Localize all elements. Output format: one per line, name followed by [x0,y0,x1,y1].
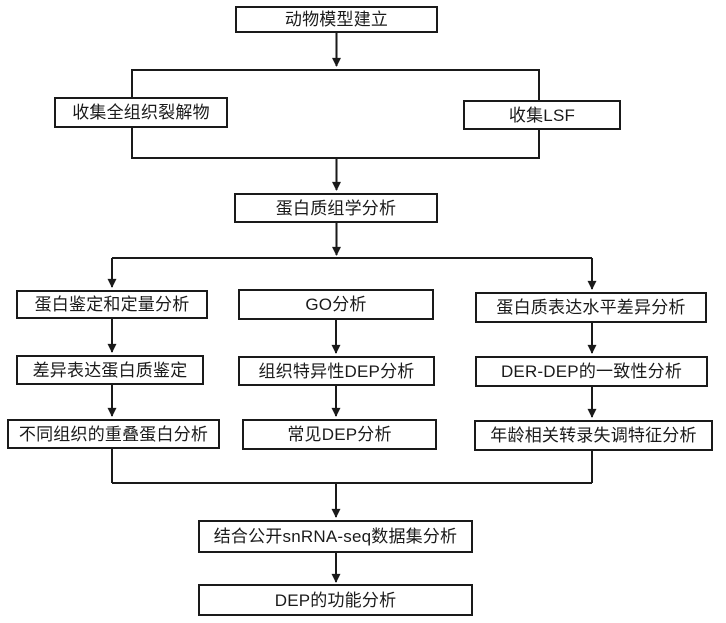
node-proteomics-analysis: 蛋白质组学分析 [234,193,438,223]
node-collect-lsf: 收集LSF [463,100,621,130]
node-collect-lysate: 收集全组织裂解物 [54,97,228,128]
node-expression-level-diff: 蛋白质表达水平差异分析 [475,292,707,323]
node-common-dep: 常见DEP分析 [242,419,437,450]
node-dep-function: DEP的功能分析 [198,584,473,616]
node-age-dysregulation: 年龄相关转录失调特征分析 [474,420,713,451]
node-overlap-protein: 不同组织的重叠蛋白分析 [7,419,220,449]
node-dep-identification: 差异表达蛋白质鉴定 [16,355,204,385]
node-go-analysis: GO分析 [238,289,434,320]
node-animal-model: 动物模型建立 [235,6,438,33]
node-der-dep-consistency: DER-DEP的一致性分析 [475,356,708,387]
node-snrna-seq-dataset: 结合公开snRNA-seq数据集分析 [198,520,473,553]
node-tissue-specific-dep: 组织特异性DEP分析 [238,356,435,386]
node-protein-id-quant: 蛋白鉴定和定量分析 [16,290,208,319]
